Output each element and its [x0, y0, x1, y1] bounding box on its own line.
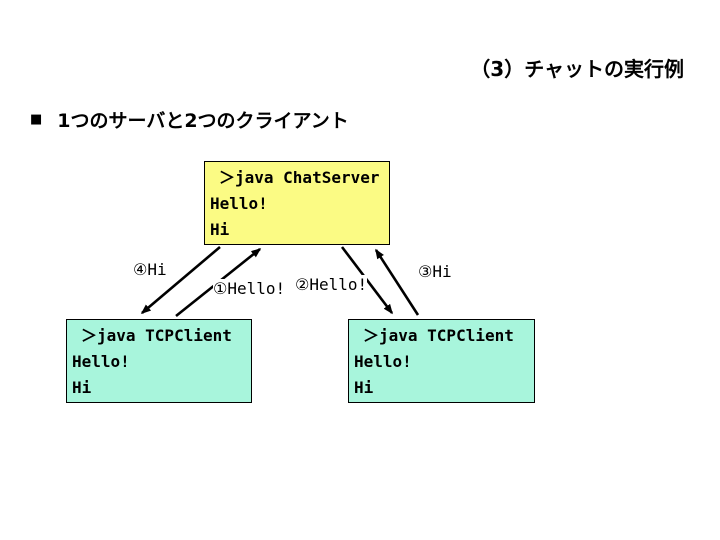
slide-title: （3）チャットの実行例	[470, 57, 684, 81]
client1-console-output-2: Hi	[72, 378, 92, 397]
bullet-text: 1つのサーバと2つのクライアント	[57, 110, 349, 132]
client2-console-command: ＞java TCPClient	[363, 326, 514, 345]
server-console-command: ＞java ChatServer	[219, 168, 380, 187]
arrow-label-4-hi: ④Hi	[133, 260, 167, 279]
arrow-label-3-hi: ③Hi	[418, 262, 452, 281]
arrow-label-1-hello: ①Hello!	[213, 279, 286, 298]
client1-console-box: ＞java TCPClient Hello! Hi	[66, 319, 252, 403]
arrow-4-hi-server-to-client1	[140, 246, 221, 314]
client2-console-output-1: Hello!	[354, 352, 412, 371]
arrow-3-hi-client2-to-server	[374, 248, 420, 316]
client1-console-command: ＞java TCPClient	[81, 326, 232, 345]
server-console-box: ＞java ChatServer Hello! Hi	[204, 161, 390, 245]
client2-console-output-2: Hi	[354, 378, 374, 397]
bullet-square-icon: ■	[30, 112, 43, 127]
client2-console-box: ＞java TCPClient Hello! Hi	[348, 319, 535, 403]
bullet-line: ■ 1つのサーバと2つのクライアント	[30, 106, 349, 133]
server-console-output-1: Hello!	[210, 194, 268, 213]
arrow-label-2-hello: ②Hello!	[295, 275, 368, 294]
client1-console-output-1: Hello!	[72, 352, 130, 371]
server-console-output-2: Hi	[210, 220, 230, 239]
